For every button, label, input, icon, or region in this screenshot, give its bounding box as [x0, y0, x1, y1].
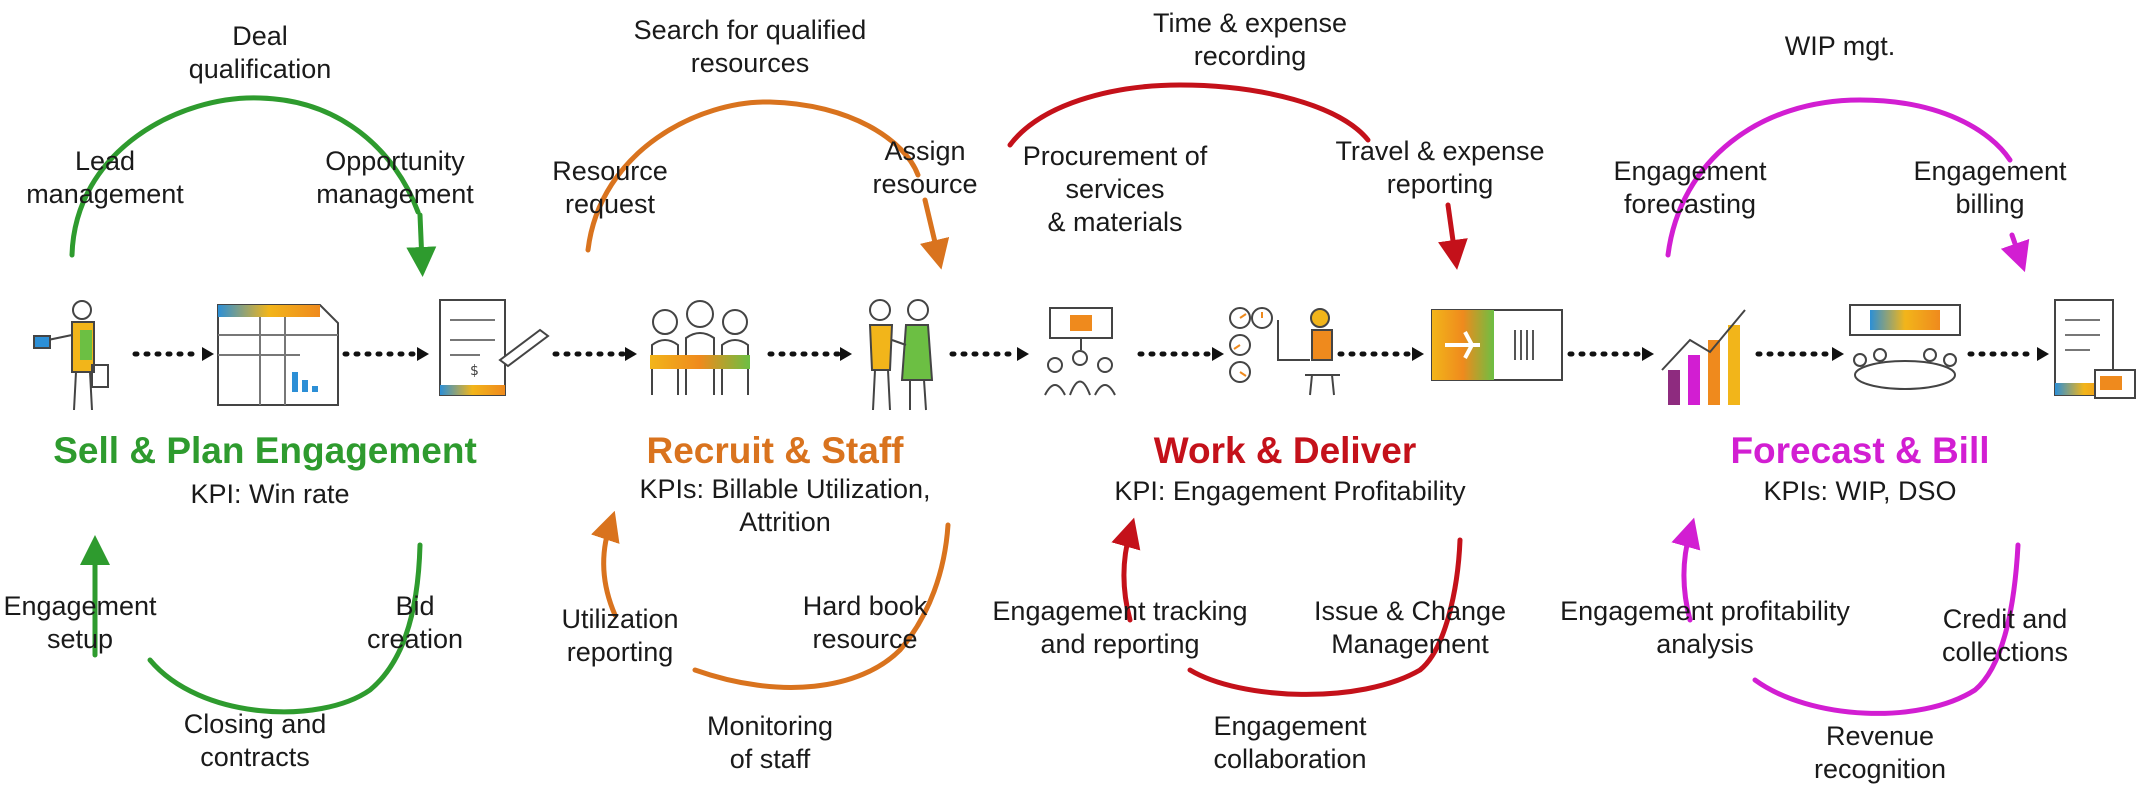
time-expense-label: Time & expense recording — [1152, 8, 1348, 71]
credit-collections-label: Credit and collections — [1941, 604, 2069, 667]
person-presenting-icon — [33, 300, 109, 411]
engagement-tracking-label: Engagement tracking and reporting — [992, 596, 1248, 659]
travel-ticket-icon — [1431, 309, 1563, 381]
sell-arc-bottom — [147, 542, 423, 715]
bill-arc-left-up — [1671, 517, 1701, 623]
recruit-arc-top — [585, 99, 921, 253]
spreadsheet-icon — [217, 304, 339, 406]
contract-signing-icon: $ — [439, 299, 550, 396]
bill-arc-top — [1665, 97, 2013, 258]
travel-expense-label: Travel & expense reporting — [1335, 136, 1545, 199]
recruit-cycle — [585, 99, 951, 690]
invoice-icon — [2054, 299, 2136, 399]
revenue-recognition-label: Revenue recognition — [1813, 721, 1947, 784]
engagement-forecasting-label: Engagement forecasting — [1613, 156, 1767, 219]
time-recording-icon — [1229, 307, 1340, 396]
svg-text:$: $ — [470, 363, 479, 379]
sell-cycle — [69, 95, 437, 715]
boardroom-icon — [1849, 304, 1961, 390]
sell-arc-top — [69, 95, 421, 258]
search-resources-label: Search for qualified resources — [633, 15, 867, 78]
deal-qualification-label: Deal qualification — [188, 21, 332, 84]
engagement-setup-label: Engagement setup — [3, 591, 157, 654]
assign-resource-label: Assign resource — [872, 136, 978, 199]
resource-request-label: Resource request — [552, 156, 668, 219]
wip-mgt-label: WIP mgt. — [1784, 31, 1896, 61]
sell-plan-title: Sell & Plan Engagement — [53, 430, 477, 471]
bill-cycle — [1665, 97, 2030, 716]
recruit-arc-top-arrow — [919, 197, 950, 270]
forecast-bill-title: Forecast & Bill — [1730, 430, 1990, 471]
work-arc-top-arrow — [1438, 202, 1468, 270]
meeting-icon — [1044, 307, 1116, 396]
lead-management-label: Lead management — [26, 146, 184, 209]
work-deliver-title: Work & Deliver — [1153, 430, 1417, 471]
connector-arrowheads — [202, 347, 2049, 361]
recruit-kpi: KPIs: Billable Utilization, Attrition — [639, 474, 931, 537]
bid-creation-label: Bid creation — [366, 591, 464, 654]
work-kpi: KPI: Engagement Profitability — [1114, 476, 1466, 506]
bill-arc-bottom — [1752, 542, 2021, 716]
issue-change-label: Issue & Change Management — [1313, 596, 1507, 659]
utilization-reporting-label: Utilization reporting — [561, 604, 679, 667]
growth-chart-icon — [1661, 309, 1746, 405]
work-arc-left-up — [1111, 517, 1141, 623]
recruit-arc-bottom — [692, 522, 951, 690]
engagement-billing-label: Engagement billing — [1913, 156, 2067, 219]
procurement-label: Procurement of services & materials — [1022, 141, 1208, 237]
work-arc-bottom — [1187, 537, 1463, 697]
work-cycle — [1007, 82, 1468, 697]
bill-arc-top-arrow — [2000, 232, 2030, 273]
profitability-analysis-label: Engagement profitability analysis — [1560, 596, 1850, 659]
sell-arc-top-arrow — [406, 212, 437, 277]
sell-kpi: KPI: Win rate — [190, 479, 350, 509]
handshake-icon — [868, 299, 934, 411]
hard-book-resource-label: Hard book resource — [802, 591, 928, 654]
recruit-staff-title: Recruit & Staff — [646, 430, 904, 471]
recruit-arc-left-up — [591, 510, 620, 618]
bill-kpi: KPIs: WIP, DSO — [1763, 476, 1957, 506]
monitoring-staff-label: Monitoring of staff — [706, 711, 834, 774]
work-arc-top — [1007, 82, 1371, 148]
people-group-icon — [650, 300, 750, 395]
engagement-collaboration-label: Engagement collaboration — [1213, 711, 1367, 774]
closing-contracts-label: Closing and contracts — [183, 709, 327, 772]
opportunity-management-label: Opportunity management — [316, 146, 474, 209]
